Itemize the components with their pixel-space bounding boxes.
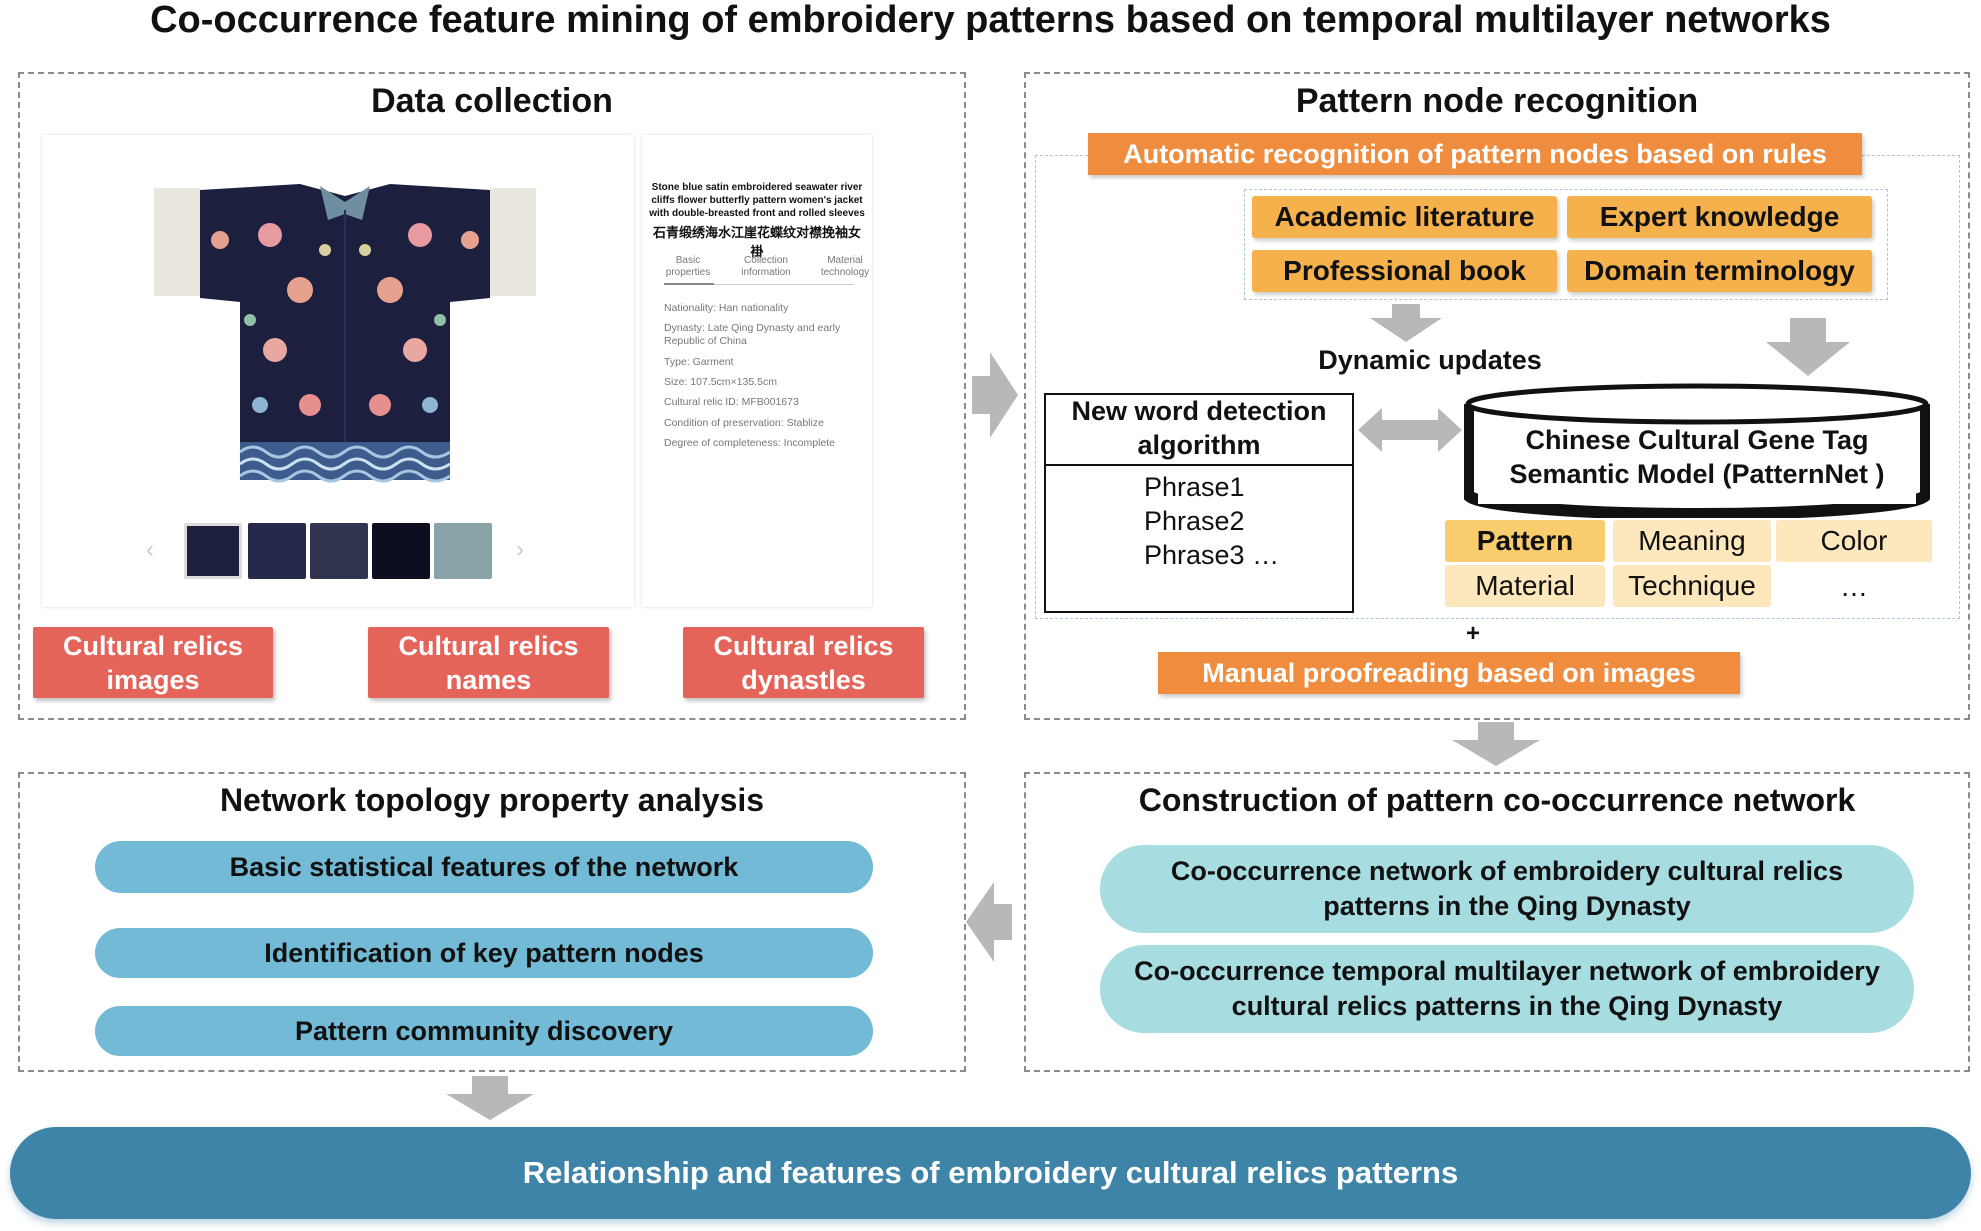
info-dynasty-2: Republic of China — [664, 335, 747, 347]
garment-image — [154, 184, 536, 483]
thumbnail-3[interactable] — [310, 523, 368, 579]
source-domain-terminology: Domain terminology — [1567, 250, 1872, 292]
tag-meaning: Meaning — [1613, 520, 1771, 562]
info-tab-active-marker — [664, 283, 714, 285]
double-arrow-icon — [1358, 408, 1462, 452]
arrow-down-icon — [1452, 722, 1540, 766]
prev-arrow-icon[interactable]: ‹ — [146, 536, 154, 563]
arrow-down-icon — [446, 1076, 534, 1120]
relic-images-line1: Cultural relics — [62, 630, 244, 661]
plus-sign: + — [1466, 620, 1481, 647]
construction-title: Construction of pattern co-occurrence ne… — [1138, 782, 1856, 818]
cooccurrence-network-line2: patterns in the Qing Dynasty — [1323, 891, 1691, 921]
relic-dynasties-line2: dynastles — [741, 664, 866, 695]
phrase-item: Phrase1 — [1144, 472, 1245, 502]
arrow-down-icon — [1370, 304, 1442, 342]
thumbnail-5[interactable] — [434, 523, 492, 579]
data-collection-panel: Data collection — [18, 72, 966, 720]
relic-info-card — [642, 135, 872, 607]
thumbnail-2[interactable] — [248, 523, 306, 579]
diagram-title: Co-occurrence feature mining of embroide… — [150, 0, 1831, 41]
tag-material: Material — [1445, 565, 1605, 607]
phrase-item: Phrase2 — [1144, 506, 1245, 536]
new-word-title-line2: algorithm — [1137, 430, 1261, 460]
source-academic-literature: Academic literature — [1252, 196, 1557, 238]
basic-statistics-item: Basic statistical features of the networ… — [95, 841, 873, 893]
data-collection-title: Data collection — [371, 82, 613, 120]
pattern-node-panel: Pattern node recognition — [1024, 72, 1970, 720]
relic-names-line1: Cultural relics — [398, 630, 579, 661]
temporal-multilayer-line2: cultural relics patterns in the Qing Dyn… — [1231, 991, 1783, 1021]
arrow-down-icon — [1766, 318, 1850, 376]
phrase-item: Phrase3 … — [1144, 540, 1280, 570]
relic-dynasties-line1: Cultural relics — [713, 630, 894, 661]
relic-names-line2: names — [445, 664, 532, 695]
new-word-divider — [1044, 464, 1354, 466]
temporal-multilayer-item: Co-occurrence temporal multilayer networ… — [1100, 945, 1914, 1033]
relic-heading-cn: 石青缎绣海水江崖花蝶纹对襟挽袖女褂 — [652, 225, 861, 259]
pattern-node-title: Pattern node recognition — [1295, 82, 1699, 120]
relic-heading: Stone blue satin embroidered seawater ri… — [649, 182, 865, 219]
source-professional-book: Professional book — [1252, 250, 1557, 292]
manual-proofreading-label: Manual proofreading based on images — [1158, 652, 1740, 694]
arrow-left-icon — [966, 882, 1012, 962]
tag-technique: Technique — [1613, 565, 1771, 607]
key-nodes-item: Identification of key pattern nodes — [95, 928, 873, 978]
cooccurrence-network-item: Co-occurrence network of embroidery cult… — [1100, 845, 1914, 933]
tag-color: Color — [1776, 520, 1932, 562]
new-word-detection-box — [1044, 393, 1354, 613]
info-tab-basic[interactable]: Basic properties — [665, 255, 711, 278]
source-expert-knowledge: Expert knowledge — [1567, 196, 1872, 238]
thumbnail-4[interactable] — [372, 523, 430, 579]
tag-more: … — [1840, 571, 1868, 602]
auto-recognition-label: Automatic recognition of pattern nodes b… — [1088, 133, 1862, 175]
construction-panel: Construction of pattern co-occurrence ne… — [1024, 772, 1970, 1072]
conclusion-bar: Relationship and features of embroidery … — [10, 1127, 1971, 1219]
thumbnail-1[interactable] — [184, 523, 242, 579]
tag-pattern: Pattern — [1445, 520, 1605, 562]
info-completeness: Degree of completeness: Incomplete — [664, 437, 836, 449]
patternnet-model-line1: Chinese Cultural Gene Tag — [1525, 425, 1869, 455]
info-type: Type: Garment — [664, 356, 734, 368]
next-arrow-icon[interactable]: › — [516, 536, 524, 563]
temporal-multilayer-line1: Co-occurrence temporal multilayer networ… — [1134, 956, 1880, 986]
info-tab-underline — [664, 284, 854, 285]
patternnet-model-line2: Semantic Model (PatternNet ) — [1509, 459, 1885, 489]
dynamic-updates-label: Dynamic updates — [1318, 345, 1542, 375]
info-nationality: Nationality: Han nationality — [664, 302, 789, 314]
new-word-title-line1: New word detection — [1071, 396, 1327, 426]
info-tab-material[interactable]: Material technology — [820, 255, 870, 278]
relic-images-line2: images — [106, 664, 200, 695]
info-relic-id: Cultural relic ID: MFB001673 — [664, 396, 799, 408]
network-topology-title: Network topology property analysis — [219, 782, 765, 818]
info-dynasty-1: Dynasty: Late Qing Dynasty and early — [664, 322, 841, 334]
info-condition: Condition of preservation: Stablize — [664, 417, 824, 429]
network-topology-panel: Network topology property analysis — [18, 772, 966, 1072]
arrow-right-icon — [972, 352, 1018, 438]
cooccurrence-network-line1: Co-occurrence network of embroidery cult… — [1170, 856, 1844, 886]
info-size: Size: 107.5cm×135.5cm — [664, 376, 777, 388]
patternnet-database-icon — [1464, 383, 1930, 518]
sources-group — [1244, 189, 1888, 300]
community-discovery-item: Pattern community discovery — [95, 1006, 873, 1056]
info-tab-collection[interactable]: Collection information — [741, 255, 791, 278]
